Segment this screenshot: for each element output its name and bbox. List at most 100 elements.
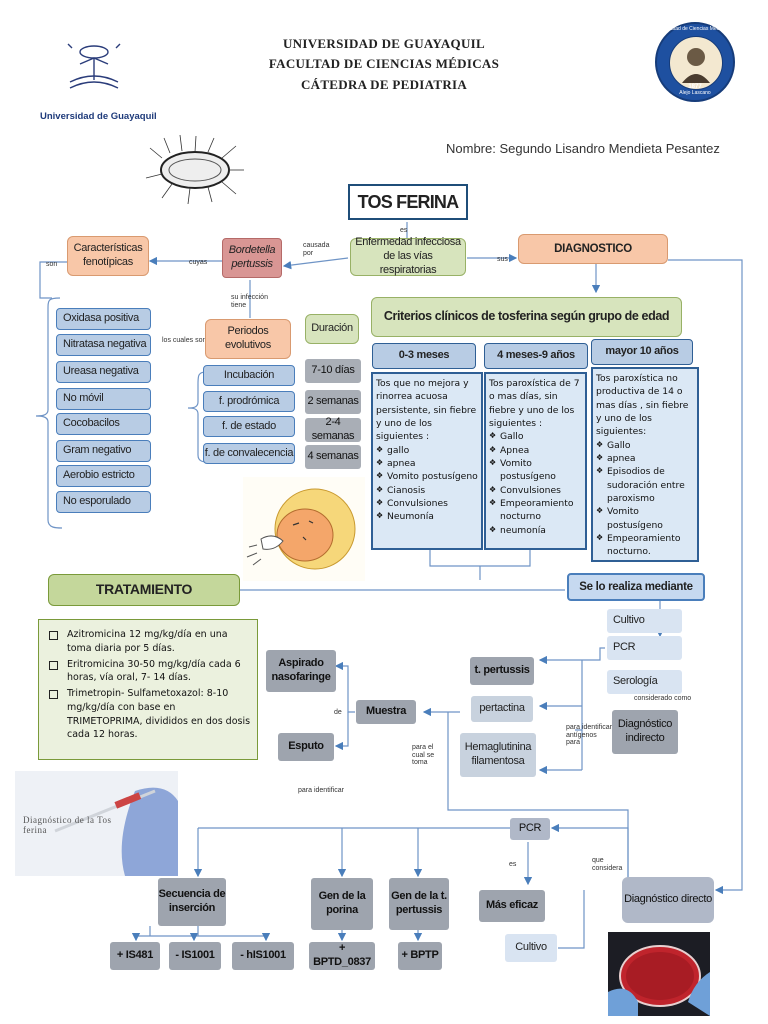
label-es: es <box>400 227 408 234</box>
criteria-g2-intro: Tos paroxística de 7 o mas días, sin fie… <box>489 378 580 430</box>
tratamiento-node: TRATAMIENTO <box>48 574 240 606</box>
secuencia-node: Secuencia de inserción <box>158 878 226 926</box>
caracteristica-item: Oxidasa positiva <box>56 308 151 330</box>
criteria-g3-list: GalloapneaEpisodios de sudoración entre … <box>596 439 694 559</box>
criteria-item: Empeoramiento nocturno <box>489 497 582 524</box>
caracteristica-item: No esporulado <box>56 491 151 513</box>
label-para-identificar-antigenos: para identificar antígenos para <box>566 724 612 747</box>
criteria-item: Empeoramiento nocturno. <box>596 532 694 559</box>
label-considerado-como: considerado como <box>634 695 692 702</box>
label-es-2: es <box>509 861 517 868</box>
criteria-item: Gallo <box>596 439 694 452</box>
diagnostico-indirecto-node: Diagnóstico indirecto <box>612 710 678 754</box>
diagnosis-photo: Diagnóstico de la Tos ferina <box>15 771 178 876</box>
criteria-item: gallo <box>376 444 478 457</box>
criteria-item: Apnea <box>489 444 582 457</box>
university-logo-text: Universidad de Guayaquil <box>40 111 157 122</box>
caracteristica-item: No móvil <box>56 388 151 410</box>
age-group-header: 0-3 meses <box>372 343 476 369</box>
label-son: son <box>46 261 58 268</box>
target-item: + BPTD_0837 <box>309 942 375 970</box>
periodo-item: f. de convalecencia <box>203 443 295 464</box>
aspirado-node: Aspirado nasofaringe <box>266 650 336 692</box>
coughing-child-icon <box>243 477 365 581</box>
faculty-seal: 1877 Alejo Lascano Facultad de Ciencias … <box>655 22 735 102</box>
tratamiento-list-box: Azitromicina 12 mg/kg/día en una toma di… <box>38 619 258 760</box>
duracion-item: 7-10 días <box>305 359 361 383</box>
criteria-mayor-10-anos: Tos paroxística no productiva de 14 o ma… <box>591 367 699 562</box>
criteria-item: apnea <box>376 457 478 470</box>
periodo-item: Incubación <box>203 365 295 386</box>
criteria-item: neumonía <box>489 524 582 537</box>
swab-photo-icon <box>15 771 178 876</box>
university-logo: Universidad de Guayaquil <box>40 34 157 122</box>
criteria-g1-intro: Tos que no mejora y rinorrea acuosa pers… <box>376 378 477 443</box>
gen-tpertussis-node: Gen de la t. pertussis <box>389 878 449 930</box>
caracteristica-item: Gram negativo <box>56 440 151 462</box>
caracteristicas-node: Características fenotípicas <box>67 236 149 276</box>
criteria-g2-list: GalloApneaVomito postusígenoConvulsiones… <box>489 430 582 537</box>
diagnostic-method-item: Cultivo <box>607 609 682 633</box>
bacterium-illustration <box>140 132 250 206</box>
target-item: + IS481 <box>110 942 160 970</box>
age-group-header: 4 meses-9 años <box>484 343 588 369</box>
seal-name: Alejo Lascano <box>679 90 711 96</box>
caracteristica-item: Cocobacilos <box>56 413 151 435</box>
label-sus: sus <box>497 256 508 263</box>
duracion-item: 4 semanas <box>305 445 361 469</box>
diagnostic-method-item: Serología <box>607 670 682 694</box>
target-item: - IS1001 <box>169 942 221 970</box>
criteria-item: apnea <box>596 452 694 465</box>
bordetella-node: Bordetella pertussis <box>222 238 282 278</box>
author-name: Nombre: Segundo Lisandro Mendieta Pesant… <box>446 141 720 156</box>
main-title: TOS FERINA <box>348 184 468 220</box>
seal-year: 1877 <box>688 84 702 90</box>
university-logo-icon <box>67 43 121 89</box>
petri-dish-icon <box>608 932 710 1016</box>
criteria-item: Neumonía <box>376 510 478 523</box>
criteria-item: Cianosis <box>376 484 478 497</box>
duracion-item: 2-4 semanas <box>305 416 361 442</box>
criteria-item: Gallo <box>489 430 582 443</box>
antigen-item: pertactina <box>471 696 533 722</box>
periodo-item: f. de estado <box>203 416 295 437</box>
muestra-node: Muestra <box>356 700 416 724</box>
label-de: de <box>334 709 342 716</box>
seal-faculty: Facultad de Ciencias Médicas <box>661 26 729 32</box>
diagnostico-directo-node: Diagnóstico directo <box>622 877 714 923</box>
label-los-cuales: los cuales son <box>162 337 207 344</box>
criteria-g3-intro: Tos paroxística no productiva de 14 o ma… <box>596 373 689 438</box>
antigen-item: t. pertussis <box>470 657 534 685</box>
portrait-icon <box>682 48 710 83</box>
antigen-item: Hemaglutinina filamentosa <box>460 733 536 777</box>
header-university: UNIVERSIDAD DE GUAYAQUIL <box>282 36 485 51</box>
esputo-node: Esputo <box>278 733 334 761</box>
pcr-direct-node: PCR <box>510 818 550 840</box>
petri-dish-photo <box>608 932 710 1016</box>
criterios-title: Criterios clínicos de tosferina según gr… <box>371 297 682 337</box>
enfermedad-node: Enfermedad infecciosa de las vías respir… <box>350 236 466 276</box>
criteria-item: Convulsiones <box>376 497 478 510</box>
tratamiento-item: Trimetropin- Sulfametoxazol: 8-10 mg/kg/… <box>47 687 251 742</box>
tratamiento-item: Azitromicina 12 mg/kg/día en una toma di… <box>47 628 251 656</box>
label-su-infeccion: su infección tiene <box>231 294 268 309</box>
criteria-item: Convulsiones <box>489 484 582 497</box>
caracteristica-item: Nitratasa negativa <box>56 334 151 356</box>
label-para-identificar: para identificar <box>298 787 344 794</box>
criteria-item: Episodios de sudoración entre paroxismo <box>596 465 694 505</box>
criteria-0-3-meses: Tos que no mejora y rinorrea acuosa pers… <box>371 372 483 550</box>
se-lo-realiza-node: Se lo realiza mediante <box>567 573 705 601</box>
target-item: + BPTP <box>398 942 442 970</box>
bacterium-icon <box>145 134 244 205</box>
criteria-item: Vomito postusígeno <box>596 505 694 532</box>
age-group-header: mayor 10 años <box>591 339 693 365</box>
label-para-el-cual: para el cual se toma <box>412 744 435 767</box>
caracteristica-item: Ureasa negativa <box>56 361 151 383</box>
mas-eficaz-node: Más eficaz <box>479 890 545 922</box>
periodos-node: Periodos evolutivos <box>205 319 291 359</box>
cultivo-direct-node: Cultivo <box>505 934 557 962</box>
duracion-item: 2 semanas <box>305 390 361 414</box>
photo-caption: Diagnóstico de la Tos ferina <box>23 815 112 835</box>
header-faculty: FACULTAD DE CIENCIAS MÉDICAS <box>268 56 500 71</box>
